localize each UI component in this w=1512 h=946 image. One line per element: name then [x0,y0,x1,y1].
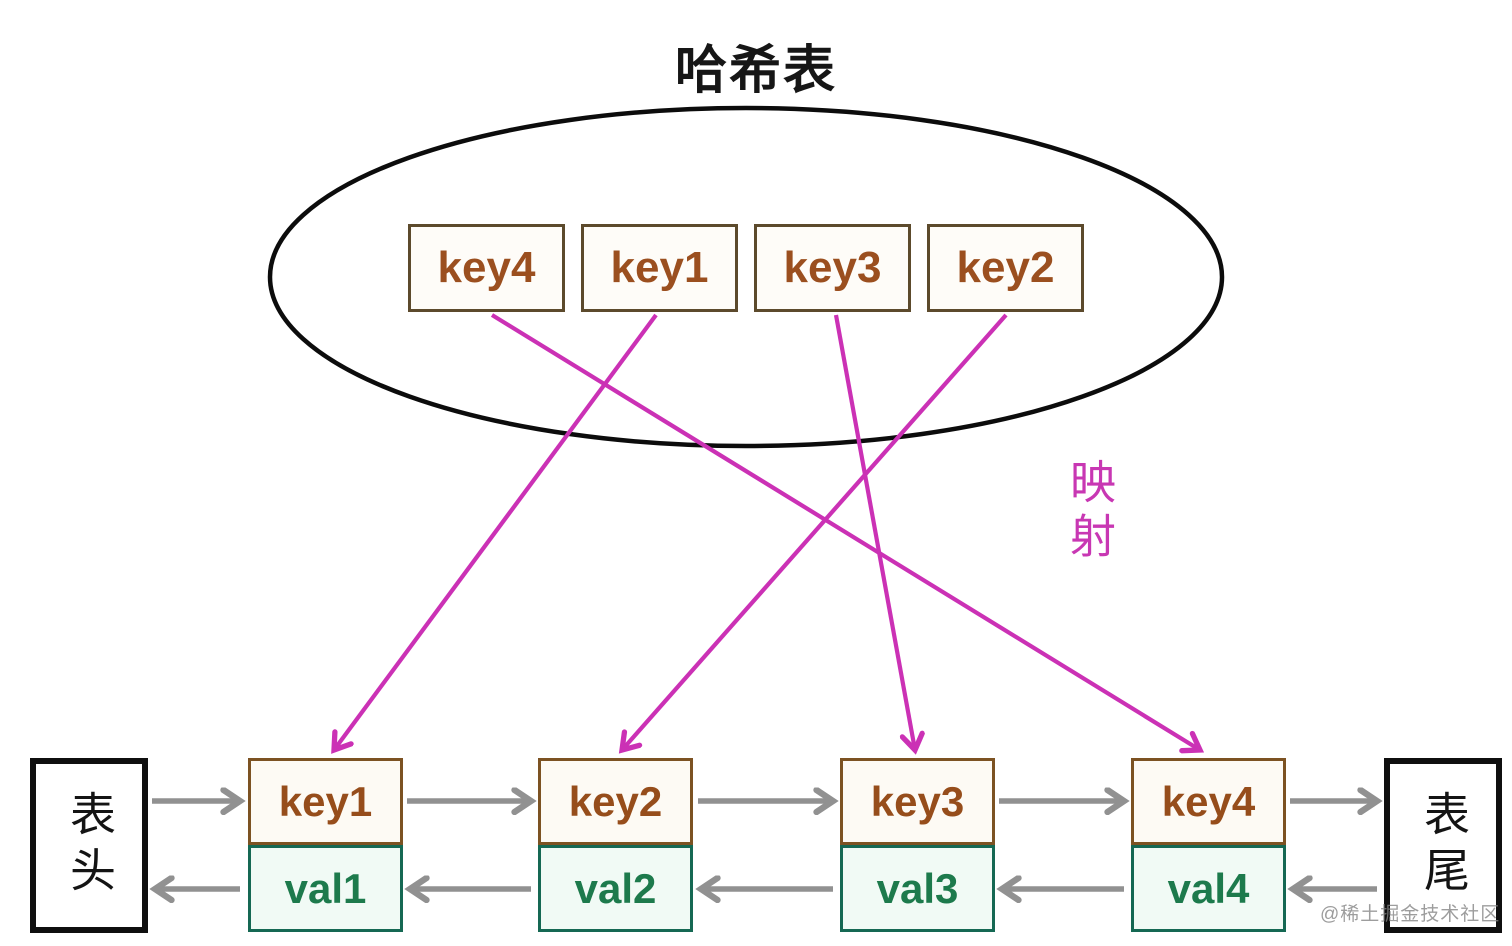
node-key-cell: key4 [1131,758,1286,845]
list-node-1: key1 val1 [248,758,403,932]
page-title: 哈希表 [674,43,837,100]
node-val-cell: val4 [1131,845,1286,932]
node-val-cell: val2 [538,845,693,932]
mapping-label: 映射 [1064,458,1115,566]
list-head-box: 表头 [30,758,148,933]
node-key-cell: key1 [248,758,403,845]
hash-key-box-key3: key3 [754,224,911,312]
list-tail-box: 表尾 [1384,758,1502,933]
hash-key-box-key2: key2 [927,224,1084,312]
list-node-3: key3 val3 [840,758,995,932]
watermark: @稀土掘金技术社区 [1320,904,1501,925]
list-node-2: key2 val2 [538,758,693,932]
node-key-cell: key2 [538,758,693,845]
hash-key-box-key1: key1 [581,224,738,312]
hash-key-box-key4: key4 [408,224,565,312]
list-node-4: key4 val4 [1131,758,1286,932]
node-val-cell: val3 [840,845,995,932]
node-key-cell: key3 [840,758,995,845]
node-val-cell: val1 [248,845,403,932]
